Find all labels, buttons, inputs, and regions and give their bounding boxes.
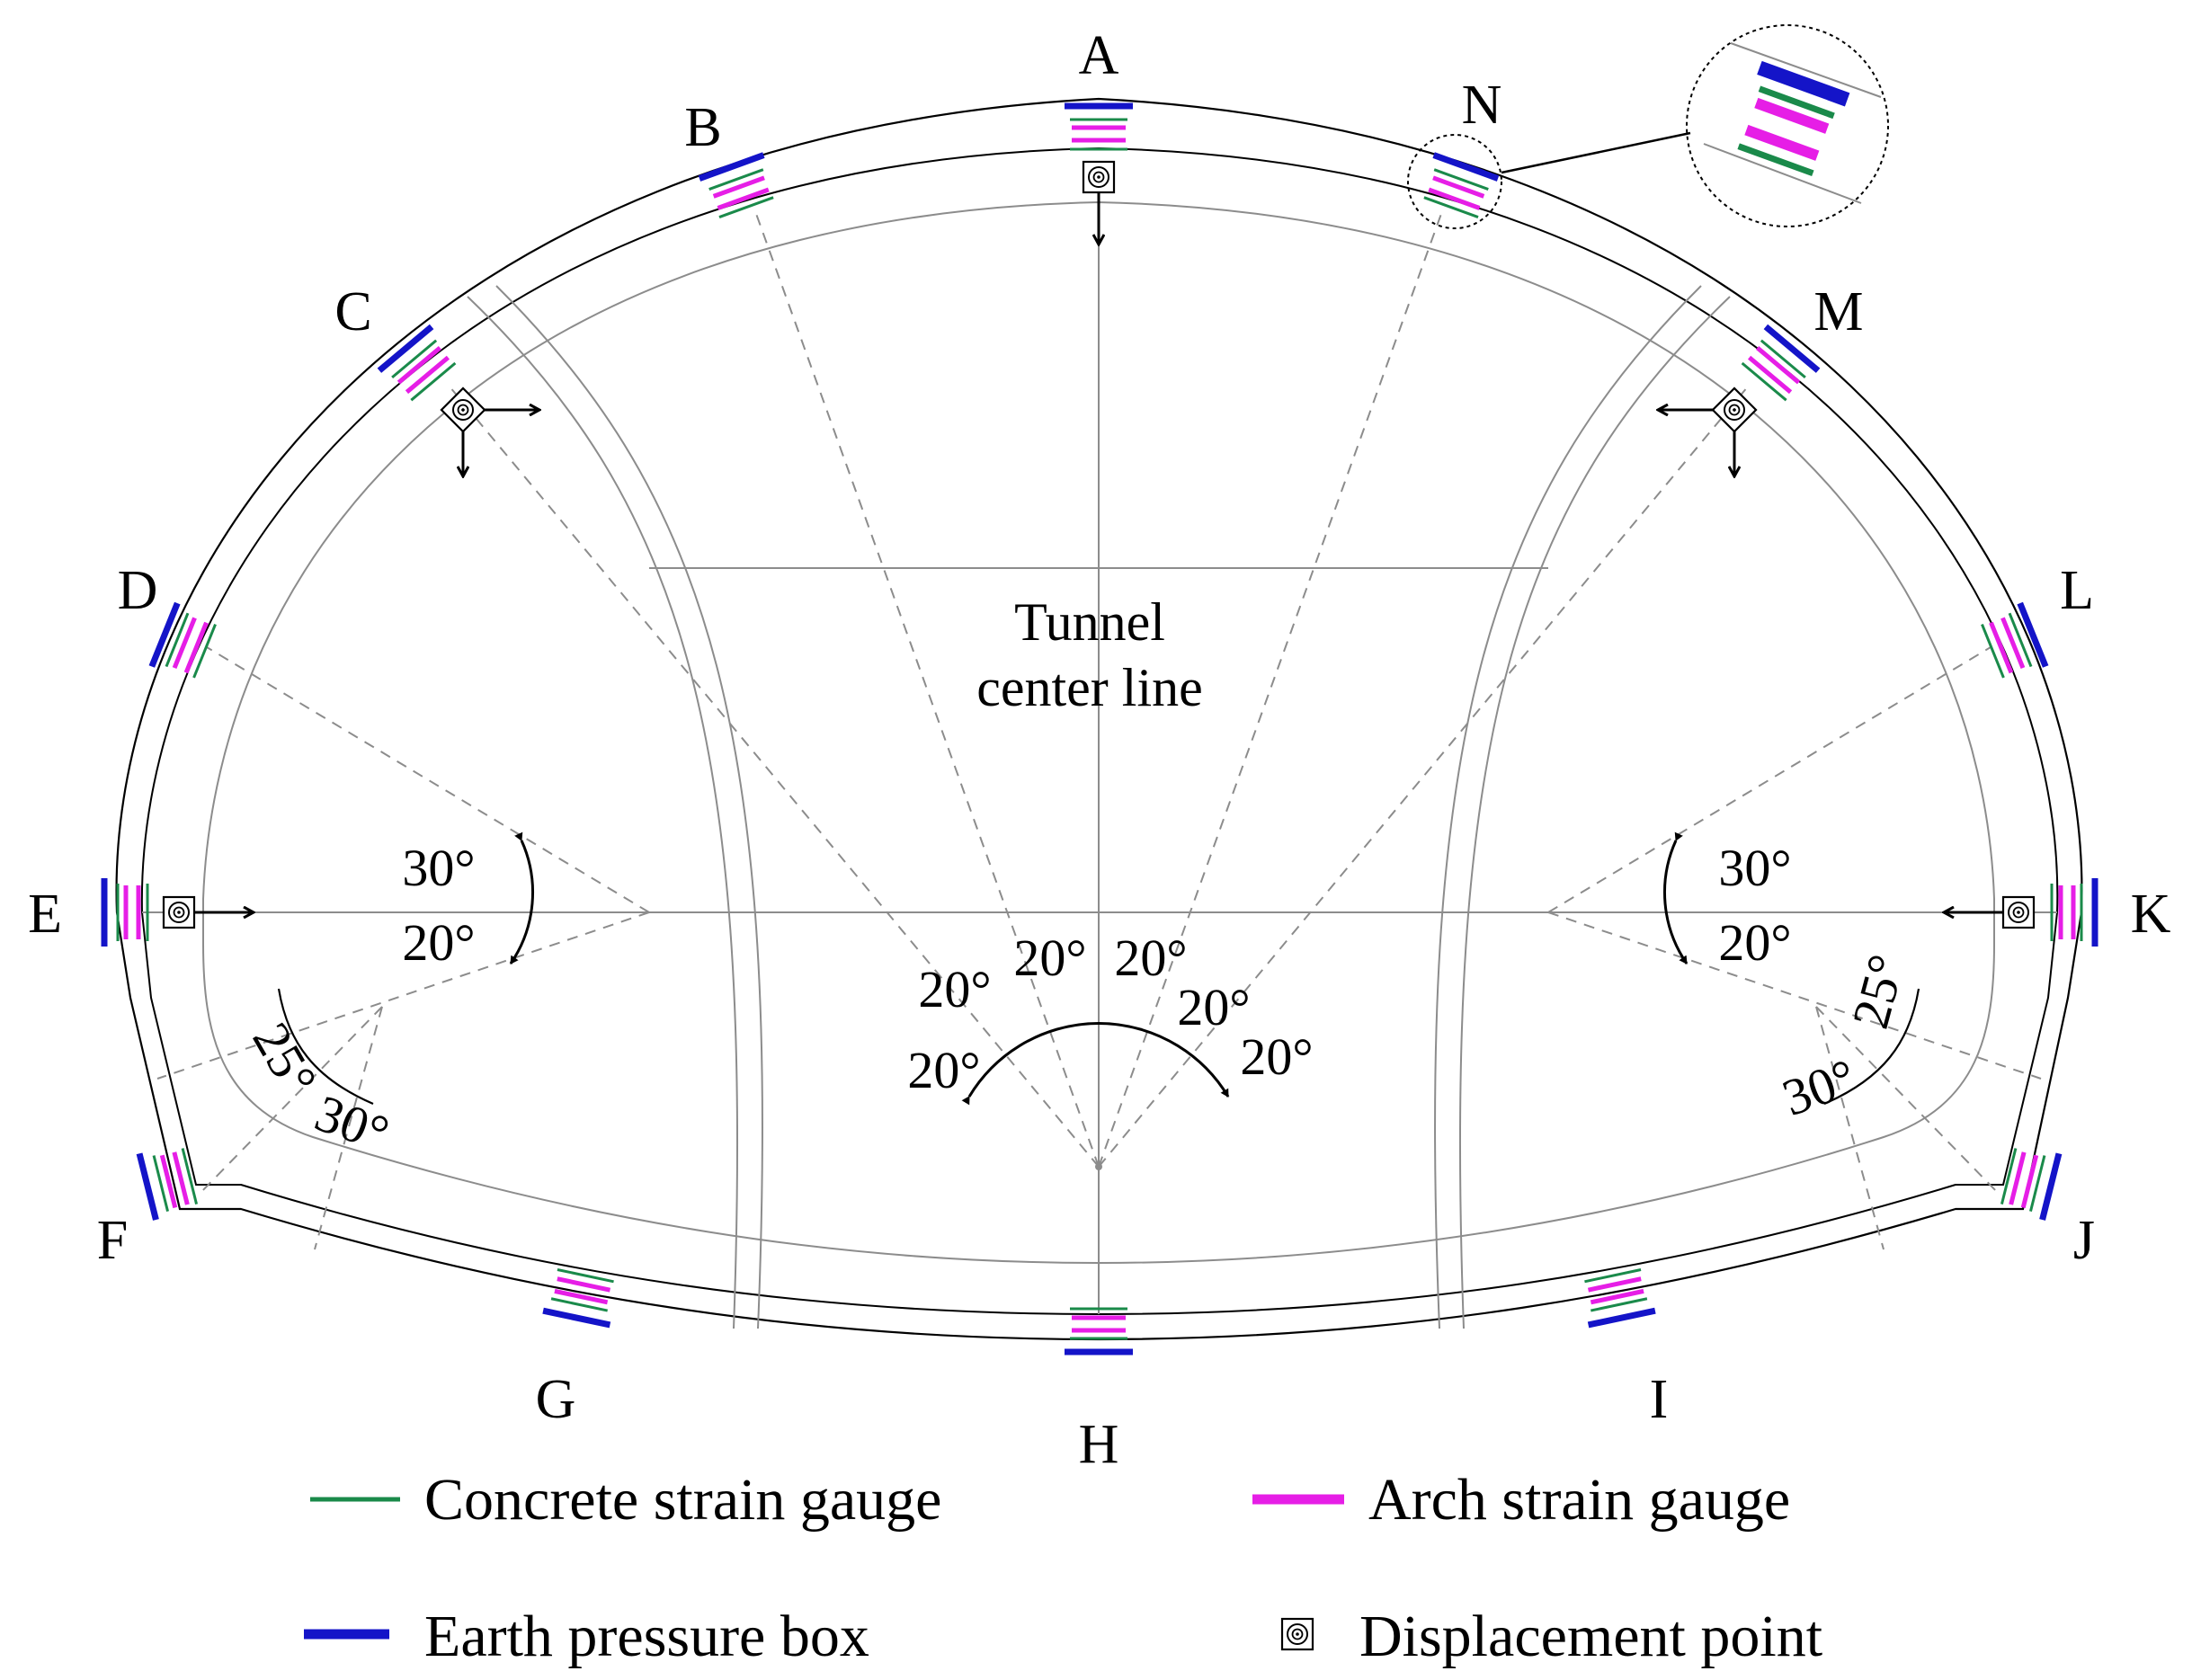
legend-label-earth: Earth pressure box [424, 1604, 869, 1669]
legend: Concrete strain gauge Arch strain gauge … [304, 1467, 1822, 1669]
angle-bottom-6: 20° [1240, 1027, 1313, 1086]
label-g: G [536, 1369, 576, 1430]
right-excavation-curve-2 [1434, 285, 1702, 1329]
dash-right-bottom [1815, 1006, 1885, 1250]
gauge-h [1065, 1309, 1133, 1352]
angle-left-20: 20° [402, 913, 475, 972]
n-detail-small-circle [1407, 134, 1502, 229]
n-detail-large-circle [1686, 24, 1889, 227]
displacement-points [162, 160, 2036, 929]
left-corner-arc [277, 988, 374, 1106]
displacement-point-c [440, 387, 539, 476]
angle-left-30b: 30° [307, 1083, 397, 1163]
left-excavation-curve [467, 296, 739, 1329]
gauge-d [152, 603, 218, 682]
gauge-b [699, 156, 779, 219]
angle-bottom-4: 20° [1114, 929, 1187, 987]
left-excavation-curve-2 [495, 285, 763, 1329]
dash-right-j [1547, 911, 2042, 1080]
displacement-point-e [162, 895, 254, 929]
legend-item-displacement: Displacement point [1280, 1604, 1822, 1669]
label-a: A [1079, 25, 1119, 86]
dash-left-bottom [314, 1006, 383, 1250]
angle-bottom-3: 20° [1013, 929, 1086, 987]
legend-item-arch: Arch strain gauge [1252, 1467, 1790, 1533]
angle-right-25: 25° [1840, 948, 1916, 1034]
angle-bottom-1: 20° [907, 1041, 980, 1099]
angle-right-30: 30° [1718, 839, 1791, 897]
dash-right-corner [1815, 1006, 2001, 1196]
label-f: F [97, 1210, 128, 1271]
bottom-angle-arc [961, 1022, 1230, 1106]
n-detail-callout [1407, 24, 1889, 229]
label-d: D [118, 560, 158, 621]
center-line-label-1: Tunnel [1014, 592, 1165, 652]
n-detail-leader [1501, 131, 1691, 174]
angle-left-25: 25° [241, 1013, 328, 1106]
gauge-a [1065, 106, 1133, 149]
right-excavation-curve [1458, 296, 1731, 1329]
right-angle-arc [1663, 831, 1689, 964]
label-j: J [2073, 1210, 2095, 1271]
legend-item-concrete: Concrete strain gauge [310, 1467, 941, 1533]
outer-lining-outline [115, 97, 2083, 1341]
angle-arcs [277, 831, 1920, 1106]
point-labels: A B C D E F G H I J K L M N [28, 25, 2171, 1475]
legend-swatch-displacement [1280, 1617, 1314, 1651]
center-line-label-2: center line [976, 658, 1203, 717]
center-point [1095, 1163, 1102, 1170]
left-angle-arc [509, 831, 534, 964]
label-h: H [1079, 1414, 1119, 1475]
label-n: N [1462, 75, 1502, 136]
gauge-l [1980, 603, 2045, 682]
displacement-point-m [1658, 387, 1758, 476]
gauge-c [379, 326, 459, 404]
dash-left-d [206, 646, 650, 913]
label-c: C [334, 281, 371, 342]
dash-right-l [1547, 646, 1992, 913]
label-e: E [28, 884, 62, 945]
label-l: L [2060, 560, 2094, 621]
angle-right-20: 20° [1718, 913, 1791, 972]
legend-label-concrete: Concrete strain gauge [424, 1467, 941, 1533]
gauge-m [1738, 326, 1818, 404]
legend-label-arch: Arch strain gauge [1368, 1467, 1790, 1533]
n-detail-outer-line [1730, 42, 1882, 98]
angle-bottom-2: 20° [918, 960, 991, 1018]
legend-item-earth: Earth pressure box [304, 1604, 869, 1669]
label-k: K [2131, 884, 2171, 945]
displacement-point-k [1944, 895, 2036, 929]
angle-left-30: 30° [402, 839, 475, 897]
center-line-label: Tunnel center line [976, 592, 1203, 717]
right-corner-arc [1823, 988, 1920, 1106]
dash-center-m [1098, 386, 1749, 1168]
dash-center-c [449, 386, 1100, 1168]
dash-left-corner [197, 1006, 383, 1196]
label-b: B [684, 97, 721, 158]
legend-label-displacement: Displacement point [1359, 1604, 1822, 1669]
n-detail-inner-line [1703, 143, 1862, 204]
angle-right-30b: 30° [1775, 1047, 1864, 1127]
gauge-e [104, 878, 147, 947]
label-i: I [1650, 1369, 1669, 1430]
displacement-point-a [1082, 160, 1116, 244]
reference-lines [142, 210, 2057, 1314]
primary-lining-outline [140, 147, 2059, 1316]
angle-bottom-5: 20° [1177, 978, 1250, 1036]
gauge-n [1419, 156, 1498, 219]
label-m: M [1813, 281, 1863, 342]
